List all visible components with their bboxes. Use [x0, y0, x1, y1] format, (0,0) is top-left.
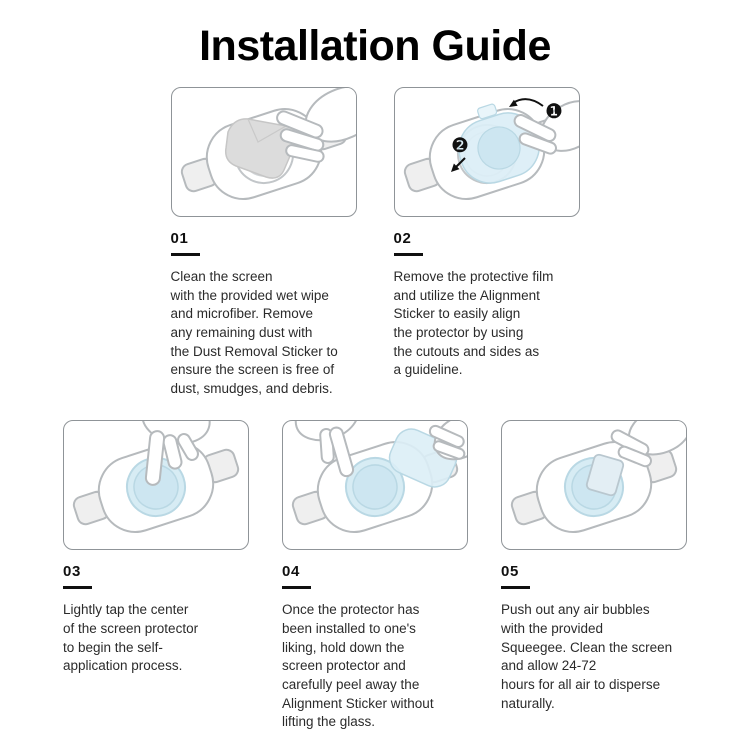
step-number: 02 — [393, 230, 412, 247]
step-04: 04 Once the protector has been installed… — [282, 420, 468, 731]
step-01-caption: 01 Clean the screen with the provided we… — [170, 230, 357, 398]
step-underline — [170, 253, 200, 256]
hand-icon-right — [428, 421, 467, 461]
step-number: 01 — [170, 230, 189, 247]
step-02-illustration: ❶ ❷ — [393, 87, 580, 217]
wipe-icon — [224, 118, 297, 179]
step-04-illustration — [282, 420, 468, 551]
steps-row-2: 03 Lightly tap the center of the screen … — [0, 420, 750, 731]
step-description: Once the protector has been installed to… — [282, 602, 434, 730]
step-03-illustration — [63, 420, 249, 551]
hand-icon — [513, 100, 579, 155]
steps-row-1: 01 Clean the screen with the provided we… — [0, 87, 750, 398]
watch-icon — [72, 441, 240, 534]
step-description: Remove the protective film and utilize t… — [393, 269, 554, 378]
page-title: Installation Guide — [199, 22, 551, 70]
arrow-icon — [511, 98, 544, 107]
step-number: 04 — [282, 563, 300, 581]
step-02: ❶ ❷ 02 Remove the protective film and ut… — [393, 87, 580, 398]
step-05: 05 Push out any air bubbles with the pro… — [501, 420, 687, 731]
badge-1: ❶ — [508, 98, 563, 123]
step-03: 03 Lightly tap the center of the screen … — [63, 420, 249, 731]
step-underline — [282, 586, 311, 590]
hand-icon — [610, 421, 686, 468]
svg-text:❷: ❷ — [451, 133, 469, 157]
step-04-caption: 04 Once the protector has been installed… — [282, 563, 468, 731]
step-02-caption: 02 Remove the protective film and utiliz… — [393, 230, 580, 380]
step-underline — [63, 586, 92, 590]
step-number: 05 — [501, 563, 519, 581]
squeegee-icon — [585, 454, 625, 497]
step-description: Clean the screen with the provided wet w… — [170, 269, 338, 396]
step-underline — [501, 586, 530, 590]
hand-icon-left — [294, 421, 360, 478]
step-01: 01 Clean the screen with the provided we… — [170, 87, 357, 398]
step-description: Push out any air bubbles with the provid… — [501, 602, 673, 711]
hand-icon — [275, 88, 356, 163]
svg-text:❶: ❶ — [545, 99, 563, 123]
hand-icon — [141, 421, 211, 487]
step-05-illustration — [501, 420, 687, 551]
badge-2: ❷ — [450, 133, 469, 172]
step-number: 03 — [63, 563, 81, 581]
step-underline — [393, 253, 423, 256]
step-03-caption: 03 Lightly tap the center of the screen … — [63, 563, 249, 676]
step-description: Lightly tap the center of the screen pro… — [63, 602, 199, 674]
step-01-illustration — [170, 87, 357, 217]
step-05-caption: 05 Push out any air bubbles with the pro… — [501, 563, 687, 713]
